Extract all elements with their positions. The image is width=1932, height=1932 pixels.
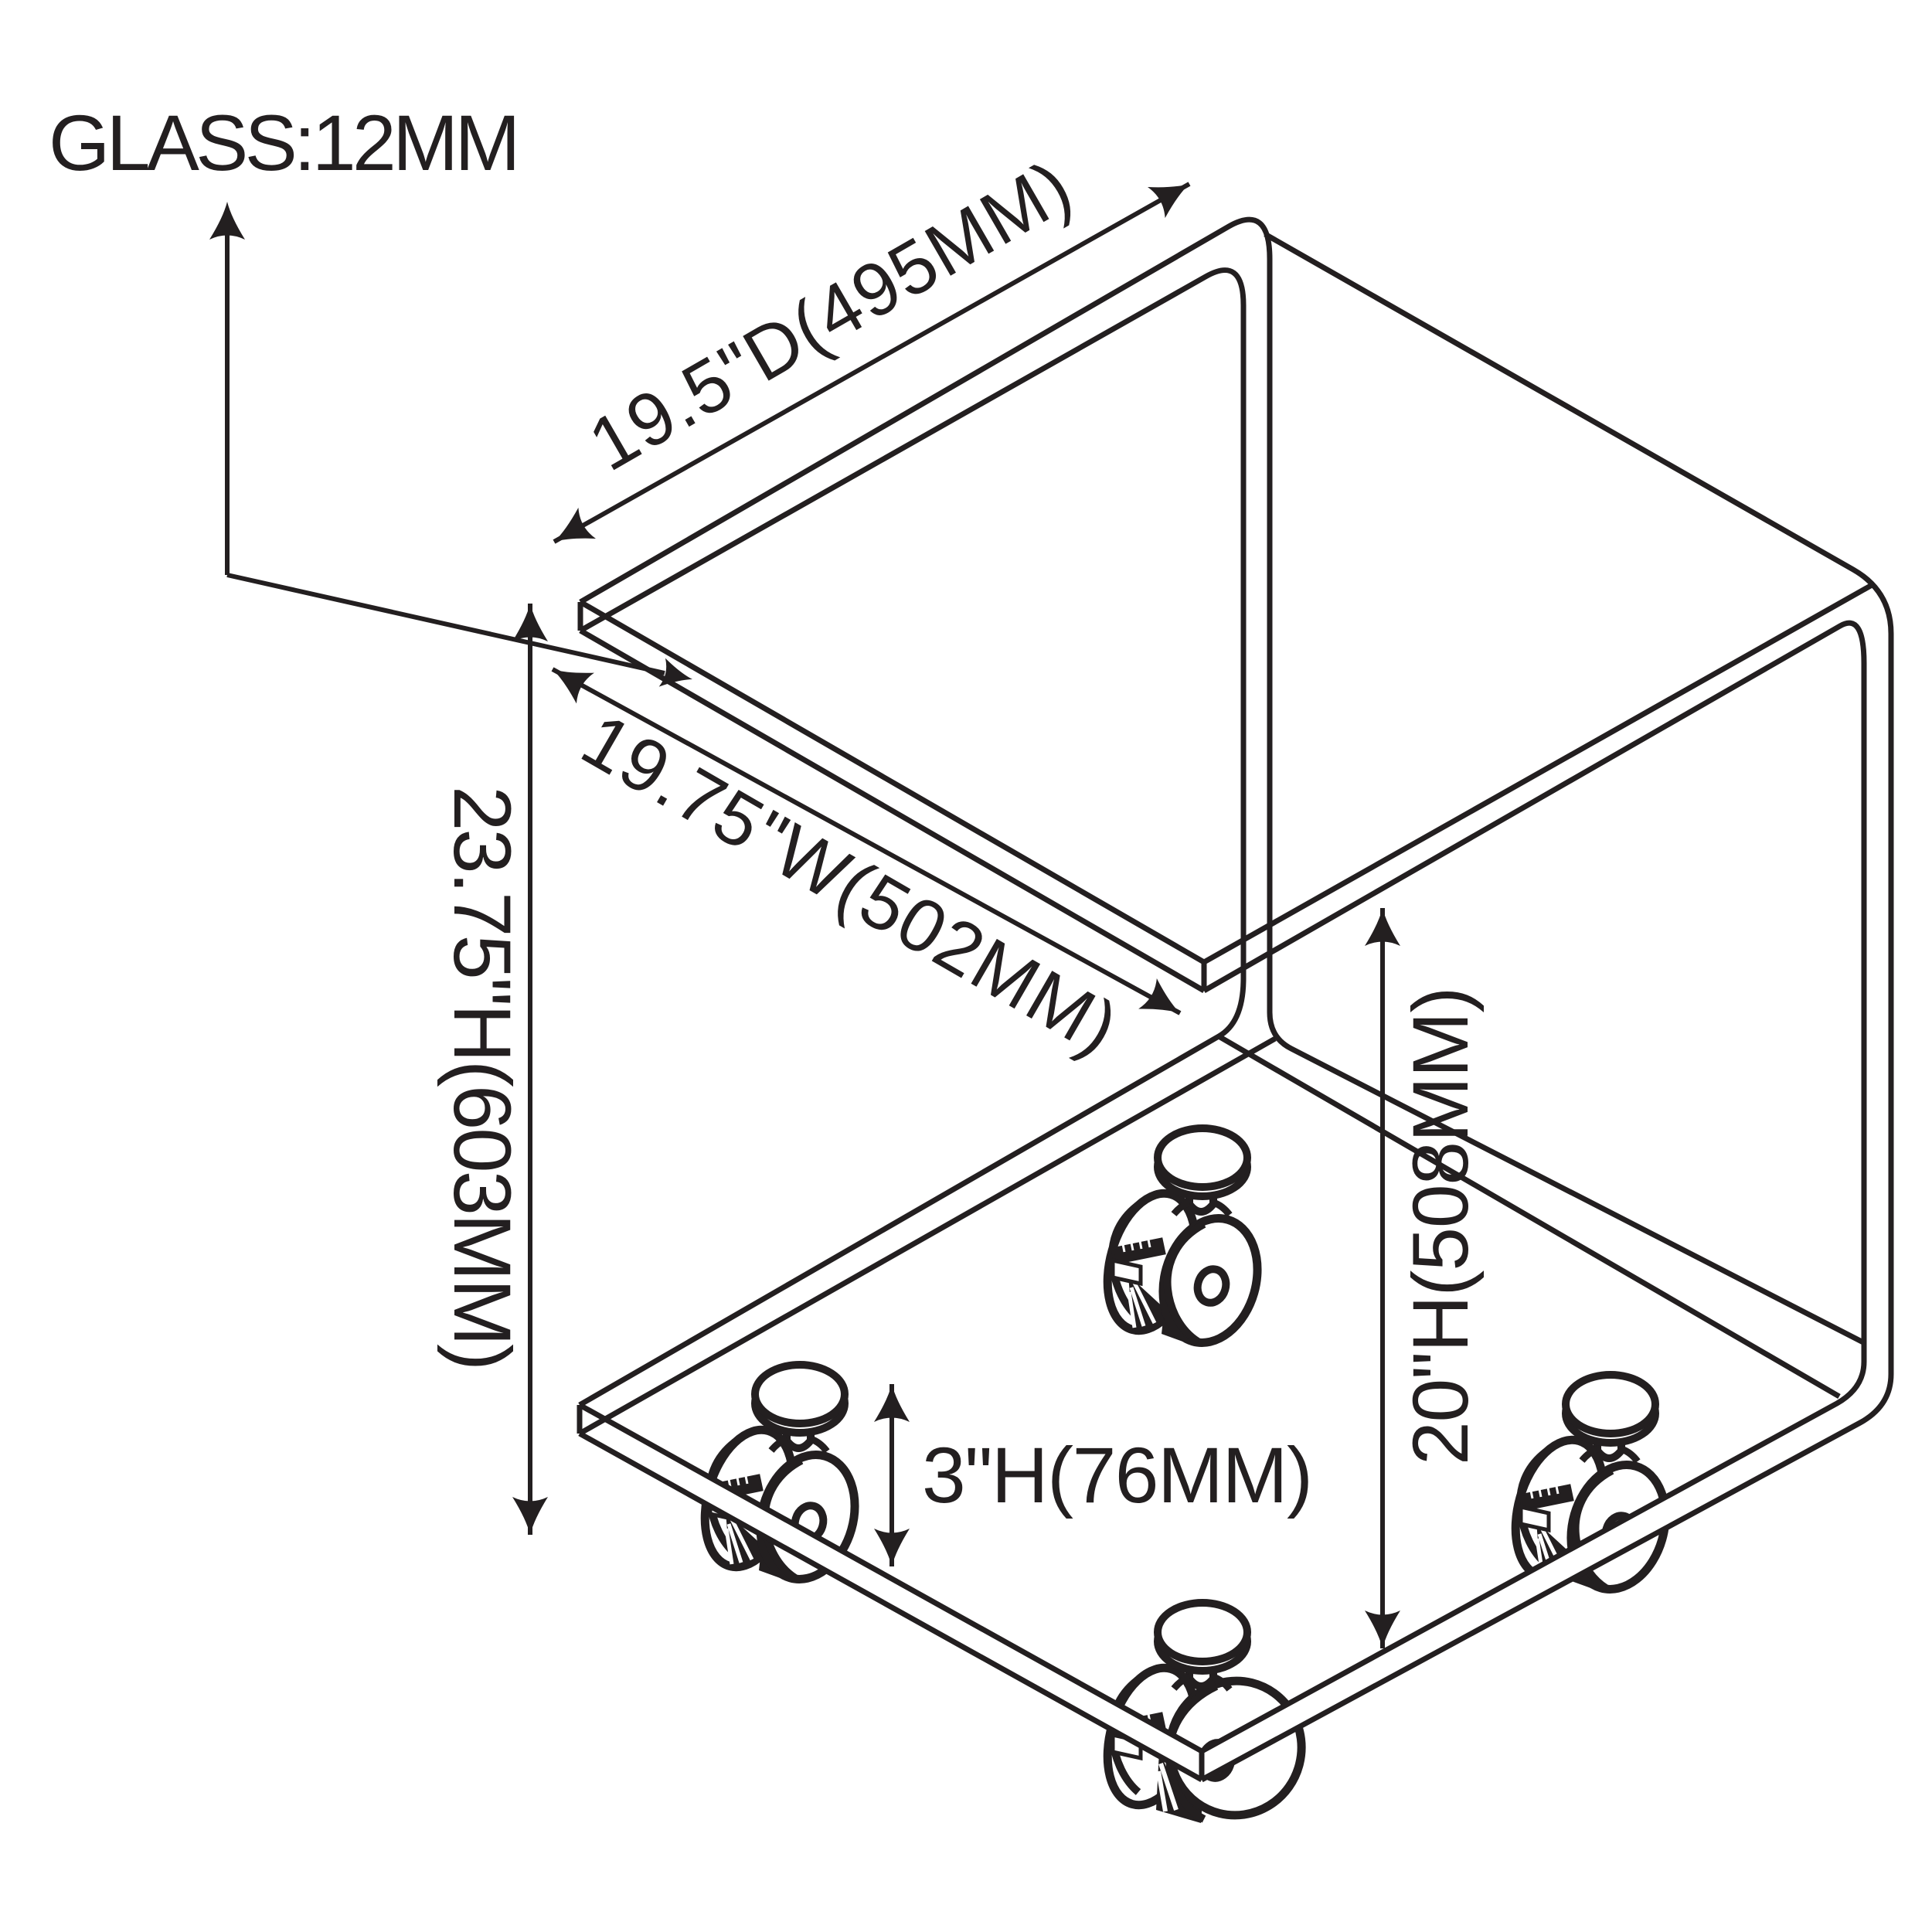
svg-text:20"H(508MM): 20"H(508MM) — [1396, 988, 1485, 1465]
svg-text:3"H(76MM): 3"H(76MM) — [922, 1431, 1311, 1519]
svg-text:23.75"H(603MM): 23.75"H(603MM) — [437, 786, 527, 1369]
svg-text:GLASS:12MM: GLASS:12MM — [49, 99, 517, 187]
